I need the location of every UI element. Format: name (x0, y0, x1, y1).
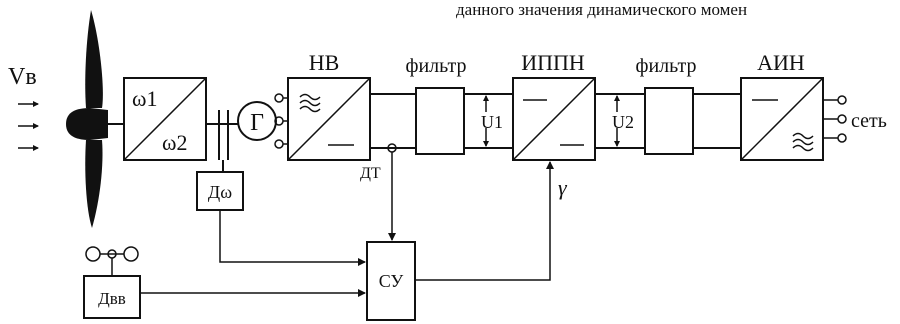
inverter-label: АИН (757, 50, 805, 75)
control-system-block (366, 241, 416, 321)
voltage-2-label: U2 (612, 112, 634, 132)
gearbox-input-speed: ω1 (132, 86, 157, 111)
wind-speed-label: Vв (8, 64, 37, 90)
speed-sensor-block (196, 171, 244, 211)
filter-1-label: фильтр (406, 55, 467, 77)
grid-terminals (823, 95, 847, 143)
rectifier-label: НВ (309, 50, 340, 75)
turbine-rotor-icon (66, 10, 108, 228)
voltage-1-label: U1 (481, 112, 503, 132)
filter-2-label: фильтр (636, 55, 697, 77)
control-output-line (415, 161, 554, 281)
converter-block (512, 77, 596, 161)
control-system-label: СУ (379, 271, 404, 291)
rectifier-block (287, 77, 371, 161)
current-sensor-label: ДТ (360, 165, 381, 182)
wind-sensor-label: Двв (98, 289, 126, 308)
speed-sensor-label: Дω (208, 182, 232, 202)
speed-signal-line (219, 210, 366, 266)
grid-label: сеть (851, 110, 887, 132)
generator-block (237, 101, 277, 141)
wind-arrows (18, 101, 39, 151)
gearbox-block (123, 77, 207, 161)
filter-2-block (644, 87, 694, 155)
gearbox-output-speed: ω2 (162, 130, 187, 155)
converter-label: ИППН (521, 50, 585, 75)
control-signal-label: γ (558, 175, 568, 200)
anemometer-icon (85, 246, 139, 276)
generator-label: Г (250, 110, 264, 136)
caption-fragment: данного значения динамического момен (456, 0, 747, 19)
inverter-block (740, 77, 824, 161)
wind-sensor-block (83, 275, 141, 319)
filter-1-block (415, 87, 465, 155)
